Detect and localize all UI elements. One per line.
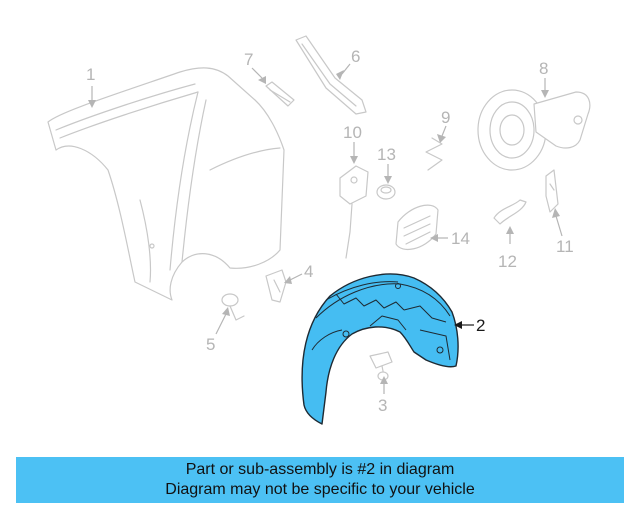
leader-4 [289,273,303,281]
part-14-vent [395,204,439,251]
arrowhead-8 [541,90,549,98]
arrowhead-1 [88,100,96,108]
part-8-fuel-door [477,89,591,171]
arrowhead-14 [430,234,438,242]
arrowhead-12 [506,226,514,234]
callout-2: 2 [476,316,485,335]
arrowhead-7 [258,76,266,84]
part-12-hose [493,199,527,225]
leader-lines [88,63,563,394]
callout-12: 12 [498,252,517,271]
arrowhead-4 [284,276,292,284]
part-6-trim-strip [295,35,367,115]
callout-3: 3 [378,396,387,415]
callout-13: 13 [377,145,396,164]
part-13-grommet [376,184,396,200]
part-4-retainer [265,269,287,303]
caption-bar: Part or sub-assembly is #2 in diagram Di… [16,457,624,503]
leader-9 [441,125,447,137]
arrowhead-2 [454,321,462,329]
part-11-bracket [545,169,559,213]
parts-diagram: 1 2 3 4 5 6 7 8 9 10 11 12 13 14 [47,35,591,425]
leader-6 [341,63,351,75]
callout-9: 9 [441,108,450,127]
part-3-bolt [369,351,393,381]
arrowhead-13 [384,176,392,184]
callout-1: 1 [86,65,95,84]
arrowhead-10 [350,156,358,164]
arrowhead-11 [552,208,560,218]
callout-5: 5 [206,335,215,354]
arrowhead-3 [380,376,388,384]
callout-14: 14 [451,229,470,248]
callout-labels: 1 2 3 4 5 6 7 8 9 10 11 12 13 14 [86,47,574,415]
part-5-push-clip [221,293,245,321]
part-1-quarter-panel [47,67,285,301]
callout-11: 11 [556,237,574,256]
callout-6: 6 [351,47,360,66]
part-10-actuator [339,165,369,259]
callout-7: 7 [244,50,253,69]
leader-5 [215,313,227,335]
caption-line-2: Diagram may not be specific to your vehi… [165,481,475,498]
part-2-wheelhouse-liner [301,273,459,425]
part-7-emblem [265,81,295,107]
callout-10: 10 [343,123,362,142]
arrowhead-9 [437,134,446,143]
arrowhead-5 [222,307,230,316]
callout-4: 4 [304,262,313,281]
callout-8: 8 [539,59,548,78]
arrowhead-6 [336,70,344,80]
part-9-clip [425,137,443,171]
caption-line-1: Part or sub-assembly is #2 in diagram [185,461,455,478]
leader-11 [555,215,563,237]
leader-7 [251,67,263,79]
